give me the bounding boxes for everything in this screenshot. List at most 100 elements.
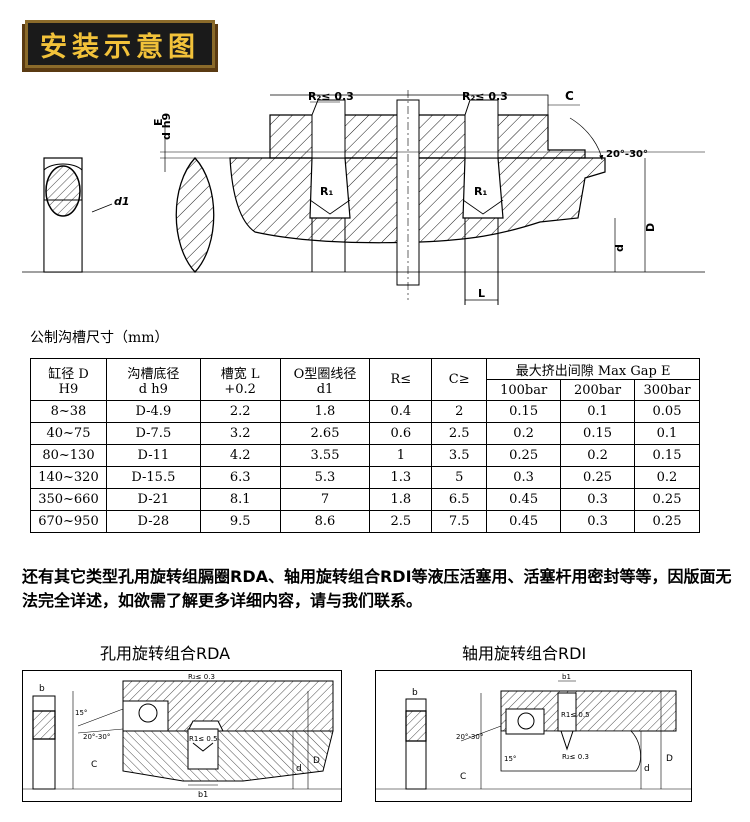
rda-label-d: d	[296, 764, 302, 774]
table-cell: 4.2	[199, 444, 281, 467]
label-r1-left: R₁	[320, 185, 333, 198]
section-title: 安装示意图	[25, 20, 215, 68]
groove-dimension-table: 缸径 D H9 沟槽底径 d h9 槽宽 L +0.2 O型圈线径 d1 R≤ …	[30, 358, 701, 533]
table-cell: 1.3	[369, 466, 433, 489]
table-cell: 6.5	[431, 488, 488, 511]
rdi-svg: b b1 R1≤ 0.5 R₂≤ 0.3 20°-30° 15° C d D	[376, 673, 691, 790]
groove-right	[462, 157, 504, 305]
label-d-small: d	[613, 244, 626, 252]
table-cell: 1.8	[369, 488, 433, 511]
header-c: C≥	[431, 358, 488, 401]
rdi-label-angle2: 15°	[504, 755, 516, 763]
table-cell: 8.1	[199, 488, 281, 511]
table-cell: D-15.5	[105, 466, 201, 489]
groove-left	[309, 157, 351, 272]
rda-label-D: D	[313, 756, 320, 766]
table-cell: 0.05	[633, 400, 701, 423]
table-cell: 0.15	[486, 400, 562, 423]
rdi-label-c: C	[460, 772, 466, 782]
label-e: E	[152, 118, 165, 126]
table-cell: 1.8	[279, 400, 371, 423]
header-300bar: 300bar	[633, 379, 701, 401]
table-cell: 8.6	[279, 510, 371, 533]
rda-label-angle1: 15°	[75, 709, 87, 717]
label-l: L	[478, 287, 485, 300]
table-cell: 5	[431, 466, 488, 489]
rdi-label-b: b	[412, 688, 418, 698]
rdi-label-D: D	[666, 754, 673, 764]
section-title-text: 安装示意图	[40, 31, 200, 63]
table-cell: 0.15	[633, 444, 701, 467]
table-cell: 0.25	[633, 488, 701, 511]
header-100bar: 100bar	[486, 379, 562, 401]
rda-label-angle2: 20°-30°	[83, 733, 110, 741]
label-d-h9: d h9	[160, 113, 173, 140]
rda-drawing: b R₂≤ 0.3 R1≤ 0.5 15° 20°-30° C d D b1	[22, 670, 342, 802]
label-c: C	[565, 89, 574, 103]
table-cell: 1	[369, 444, 433, 467]
rdi-label-b1: b1	[562, 673, 571, 681]
header-oring: O型圈线径 d1	[279, 358, 371, 401]
table-cell: 0.4	[369, 400, 433, 423]
table-cell: 350~660	[30, 488, 107, 511]
ring-profile	[175, 157, 215, 273]
rdi-drawing: b b1 R1≤ 0.5 R₂≤ 0.3 20°-30° 15° C d D	[375, 670, 692, 802]
label-r1-right: R₁	[474, 185, 487, 198]
table-cell: 40~75	[30, 422, 107, 445]
label-r2-right: R₂≤ 0.3	[462, 90, 508, 103]
table-cell: 3.55	[279, 444, 371, 467]
table-cell: 0.25	[486, 444, 562, 467]
rda-label-c: C	[91, 760, 97, 770]
table-cell: 0.45	[486, 488, 562, 511]
table-cell: 7.5	[431, 510, 488, 533]
rdi-title: 轴用旋转组合RDI	[462, 644, 587, 663]
label-d1: d1	[114, 195, 130, 208]
table-cell: 0.25	[560, 466, 635, 489]
table-cell: 6.3	[199, 466, 281, 489]
table-cell: D-4.9	[105, 400, 201, 423]
table-cell: 9.5	[199, 510, 281, 533]
rda-label-r2: R₂≤ 0.3	[188, 673, 215, 681]
table-cell: 2.65	[279, 422, 371, 445]
table-cell: 5.3	[279, 466, 371, 489]
table-cell: D-21	[105, 488, 201, 511]
table-cell: 8~38	[30, 400, 107, 423]
header-bore: 缸径 D H9	[30, 358, 107, 401]
table-cell: 0.1	[633, 422, 701, 445]
contact-note: 还有其它类型孔用旋转组膈圈RDA、轴用旋转组合RDI等液压活塞用、活塞杆用密封等…	[22, 567, 732, 610]
table-cell: 0.1	[560, 400, 635, 423]
rda-label-b: b	[39, 684, 45, 694]
table-cell: 0.3	[560, 488, 635, 511]
header-r: R≤	[369, 358, 433, 401]
rdi-label-r2: R₂≤ 0.3	[562, 753, 589, 761]
label-d-big: D	[644, 223, 657, 232]
header-gap: 最大挤出间隙 Max Gap E	[486, 358, 700, 380]
rda-title: 孔用旋转组合RDA	[100, 644, 231, 663]
table-cell: 0.25	[633, 510, 701, 533]
label-r2-left: R₂≤ 0.3	[308, 90, 354, 103]
rda-svg: b R₂≤ 0.3 R1≤ 0.5 15° 20°-30° C d D b1	[23, 673, 341, 799]
rdi-label-r1: R1≤ 0.5	[561, 711, 590, 719]
table-cell: 7	[279, 488, 371, 511]
table-cell: 2.2	[199, 400, 281, 423]
table-cell: D-11	[105, 444, 201, 467]
table-cell: D-7.5	[105, 422, 201, 445]
table-caption: 公制沟槽尺寸（mm）	[30, 330, 169, 346]
table-cell: 140~320	[30, 466, 107, 489]
table-cell: 2.5	[431, 422, 488, 445]
table-cell: 3.5	[431, 444, 488, 467]
table-cell: 2	[431, 400, 488, 423]
table-cell: 0.15	[560, 422, 635, 445]
header-groove-dia: 沟槽底径 d h9	[105, 358, 201, 401]
table-cell: 670~950	[30, 510, 107, 533]
oring-section	[43, 157, 83, 273]
table-cell: 0.2	[560, 444, 635, 467]
table-cell: 3.2	[199, 422, 281, 445]
